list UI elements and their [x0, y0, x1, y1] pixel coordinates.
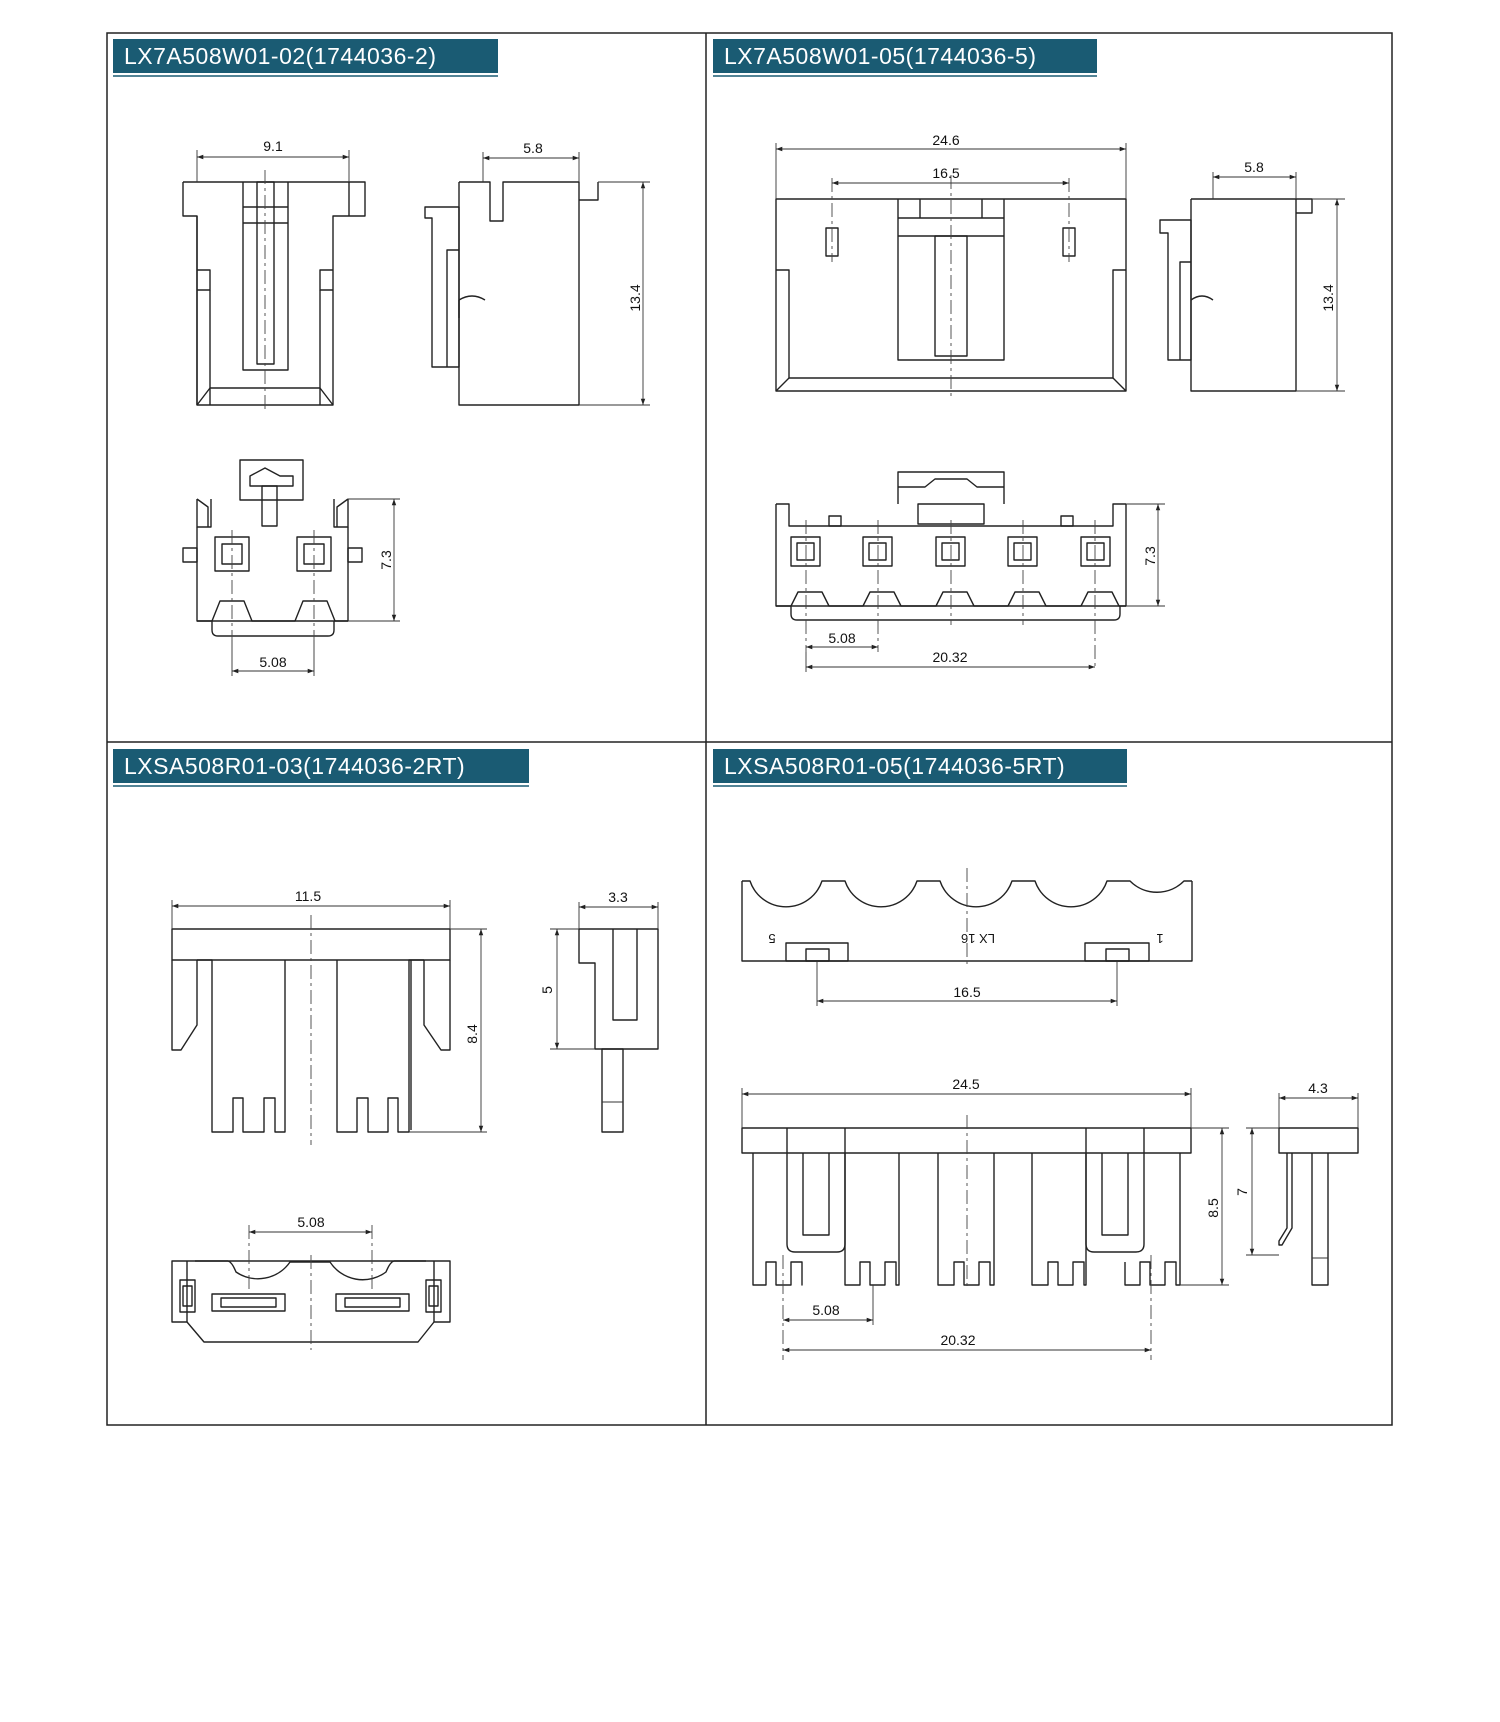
dim-p4-post-span: 16.5	[953, 984, 980, 1000]
panel-3-title: LXSA508R01-03(1744036-2RT)	[124, 753, 465, 779]
panel-3-side-view: 3.3 5	[539, 889, 659, 1133]
panel-1-bottom-view: 7.3 5.08	[182, 459, 400, 676]
dim-p3-side-height: 5	[539, 986, 555, 994]
dim-p2-post-span: 16.5	[932, 165, 959, 181]
dim-p2-pitch: 5.08	[828, 630, 855, 646]
mark-pin-last: 5	[768, 931, 775, 946]
dim-p3-height: 8.4	[464, 1024, 480, 1044]
panel-4-side-view: 4.3 7	[1234, 1080, 1359, 1286]
panel-2-title-bar: LX7A508W01-05(1744036-5)	[713, 39, 1097, 77]
panel-1-side-view: 5.8 13.4	[424, 140, 650, 406]
dim-p4-pitch: 5.08	[812, 1302, 839, 1318]
panel-1-title: LX7A508W01-02(1744036-2)	[124, 43, 436, 69]
dim-p3-front-width: 11.5	[295, 888, 321, 904]
mark-pin-first: 1	[1156, 931, 1163, 946]
dim-p2-pin-span: 20.32	[932, 649, 967, 665]
dim-p1-height: 13.4	[627, 284, 643, 311]
dim-p2-bottom-depth: 7.3	[1142, 546, 1158, 566]
panel-1-front-view: 9.1	[182, 138, 366, 410]
dim-p2-front-width: 24.6	[932, 132, 959, 148]
dim-p2-side-depth: 5.8	[1244, 159, 1264, 175]
dim-p4-side-width: 4.3	[1308, 1080, 1328, 1096]
mark-model: LX 16	[961, 931, 995, 946]
dim-p2-height: 13.4	[1320, 284, 1336, 311]
panel-1-title-bar: LX7A508W01-02(1744036-2)	[113, 39, 498, 77]
dim-p4-side-height: 7	[1234, 1188, 1250, 1196]
panel-3-top-view: 5.08	[171, 1214, 451, 1350]
dim-p3-pitch: 5.08	[297, 1214, 324, 1230]
panel-4-title-bar: LXSA508R01-05(1744036-5RT)	[713, 749, 1127, 787]
panel-2-front-view: 24.6 16.5	[775, 132, 1127, 398]
dim-p1-front-width: 9.1	[263, 138, 283, 154]
dim-p1-bottom-depth: 7.3	[378, 550, 394, 570]
dim-p1-side-depth: 5.8	[523, 140, 543, 156]
panel-2-bottom-view: 7.3 5.08 20.32	[775, 471, 1165, 672]
dim-p4-pin-span: 20.32	[940, 1332, 975, 1348]
panel-4-top-view: 5 LX 16 1 16.5	[741, 868, 1193, 1006]
grid-frame	[106, 32, 1393, 1426]
panel-4-front-view: 24.5 8.5 5.08 20.32	[741, 1076, 1229, 1360]
dim-p4-height: 8.5	[1205, 1198, 1221, 1218]
panel-2-title: LX7A508W01-05(1744036-5)	[724, 43, 1036, 69]
panel-4-title: LXSA508R01-05(1744036-5RT)	[724, 753, 1065, 779]
panel-3-front-view: 11.5 8.4	[171, 888, 487, 1145]
panel-3-title-bar: LXSA508R01-03(1744036-2RT)	[113, 749, 529, 787]
dim-p1-pitch: 5.08	[259, 654, 286, 670]
dim-p4-front-width: 24.5	[952, 1076, 979, 1092]
panel-2-side-view: 5.8 13.4	[1159, 159, 1345, 392]
dim-p3-side-width: 3.3	[608, 889, 628, 905]
